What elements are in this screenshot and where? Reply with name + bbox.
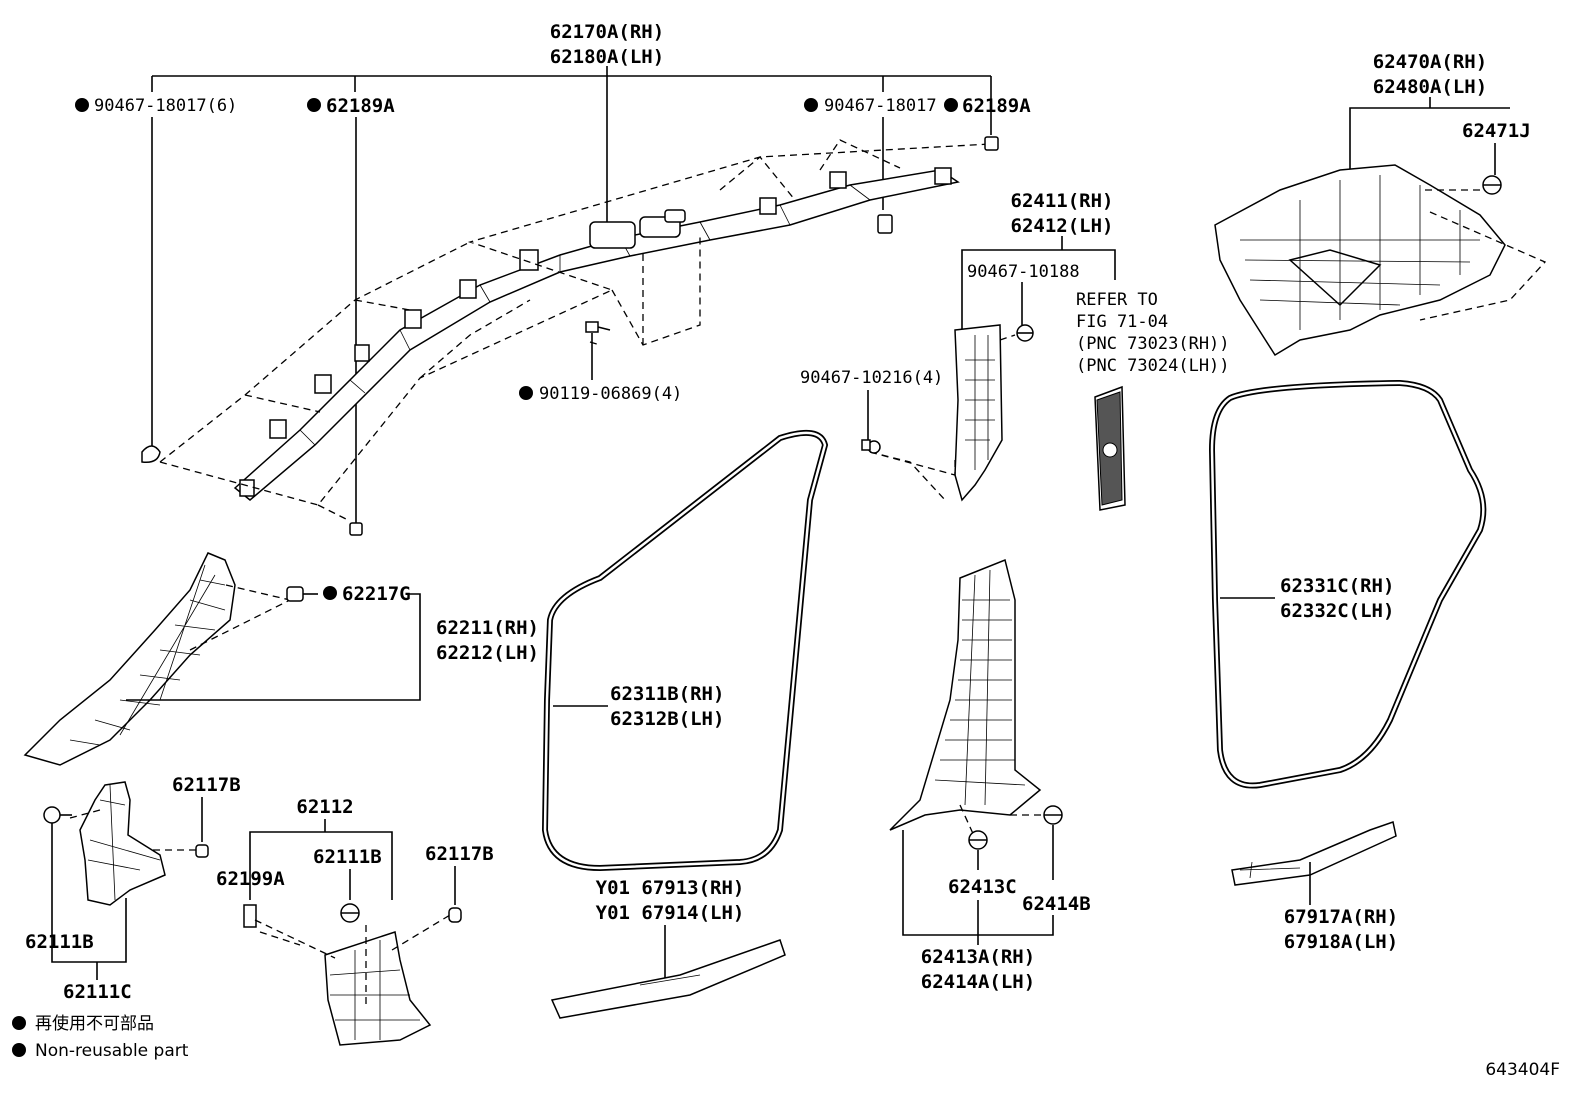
bolt-icon bbox=[585, 321, 611, 333]
legend-english: Non-reusable part bbox=[35, 1041, 189, 1061]
center-pillar-upper-group: 62411(RH) 62412(LH) 90467-10188 REFER TO… bbox=[800, 190, 1230, 511]
clip-icon bbox=[877, 214, 893, 234]
clip-icon bbox=[1016, 324, 1034, 342]
label-62414a-lh[interactable]: 62414A(LH) bbox=[921, 971, 1035, 993]
clip-icon bbox=[968, 830, 988, 850]
curtain-airbag-part bbox=[233, 167, 960, 501]
label-62311b-rh[interactable]: 62311B(RH) bbox=[610, 683, 724, 705]
label-90467-10188[interactable]: 90467-10188 bbox=[967, 262, 1080, 282]
scuff-plate-front-group: Y01 67913(RH) Y01 67914(LH) bbox=[550, 877, 786, 1019]
label-62189a-right[interactable]: 62189A bbox=[962, 95, 1031, 117]
label-y01-67913-rh[interactable]: Y01 67913(RH) bbox=[596, 877, 745, 899]
label-62170a-rh[interactable]: 62170A(RH) bbox=[550, 21, 664, 43]
bracket-icon bbox=[243, 904, 257, 928]
label-y01-67914-lh[interactable]: Y01 67914(LH) bbox=[596, 902, 745, 924]
label-62332c-lh[interactable]: 62332C(LH) bbox=[1280, 600, 1394, 622]
label-62414b[interactable]: 62414B bbox=[1022, 893, 1091, 915]
refer-line-3[interactable]: (PNC 73023(RH)) bbox=[1076, 334, 1230, 354]
label-62211-rh[interactable]: 62211(RH) bbox=[436, 617, 539, 639]
front-pillar-part bbox=[23, 552, 236, 766]
label-62413a-rh[interactable]: 62413A(RH) bbox=[921, 946, 1035, 968]
label-62111b-a[interactable]: 62111B bbox=[25, 931, 94, 953]
cowl-trim-right-part bbox=[324, 931, 432, 1046]
clip-icon bbox=[286, 586, 304, 602]
front-door-weatherstrip-group: 62311B(RH) 62312B(LH) bbox=[541, 429, 829, 872]
cowl-trim-left-part bbox=[79, 781, 166, 906]
illustration-id: 643404F bbox=[1485, 1060, 1560, 1080]
clip-icon bbox=[861, 439, 881, 454]
label-90467-18017[interactable]: 90467-18017 bbox=[824, 96, 937, 116]
non-reusable-marker-icon bbox=[12, 1043, 26, 1057]
label-67917a-rh[interactable]: 67917A(RH) bbox=[1284, 906, 1398, 928]
scuff-plate-rear-part bbox=[1231, 821, 1397, 886]
clip-icon bbox=[195, 844, 209, 858]
label-62112[interactable]: 62112 bbox=[296, 796, 353, 818]
label-67918a-lh[interactable]: 67918A(LH) bbox=[1284, 931, 1398, 953]
cowl-trim-right-group: 62112 62111B 62199A 62117B bbox=[216, 796, 494, 1046]
scuff-plate-rear-group: 67917A(RH) 67918A(LH) bbox=[1231, 821, 1398, 953]
label-62217g[interactable]: 62217G bbox=[342, 583, 411, 605]
front-pillar-group: 62217G 62211(RH) 62212(LH) bbox=[23, 552, 539, 766]
label-90467-10216[interactable]: 90467-10216(4) bbox=[800, 368, 943, 388]
center-pillar-lower-group: 62413C 62414B 62413A(RH) 62414A(LH) bbox=[889, 558, 1091, 993]
label-90119-06869[interactable]: 90119-06869(4) bbox=[539, 384, 682, 404]
label-62199a[interactable]: 62199A bbox=[216, 868, 285, 890]
clip-icon bbox=[340, 903, 360, 923]
label-62480a-lh[interactable]: 62480A(LH) bbox=[1373, 76, 1487, 98]
scuff-plate-front-part bbox=[550, 939, 786, 1019]
curtain-airbag-group: 62170A(RH) 62180A(LH) 90467-18017(6) 621… bbox=[75, 21, 1031, 536]
clip-icon bbox=[349, 522, 363, 536]
center-pillar-lower-part bbox=[889, 558, 1042, 831]
label-62111c[interactable]: 62111C bbox=[63, 981, 132, 1003]
clip-icon bbox=[984, 136, 999, 151]
label-62413c[interactable]: 62413C bbox=[948, 876, 1017, 898]
rear-door-weatherstrip-group: 62331C(RH) 62332C(LH) bbox=[1208, 379, 1487, 789]
legend: 再使用不可部品 Non-reusable part bbox=[12, 1013, 189, 1061]
clip-icon bbox=[1043, 805, 1063, 825]
cowl-trim-left-group: 62117B 62111B 62111C bbox=[25, 774, 241, 1003]
clip-icon bbox=[141, 445, 161, 464]
label-62471j[interactable]: 62471J bbox=[1462, 120, 1531, 142]
legend-japanese: 再使用不可部品 bbox=[35, 1013, 154, 1034]
label-62312b-lh[interactable]: 62312B(LH) bbox=[610, 708, 724, 730]
label-62180a-lh[interactable]: 62180A(LH) bbox=[550, 46, 664, 68]
label-62212-lh[interactable]: 62212(LH) bbox=[436, 642, 539, 664]
label-62117b-a[interactable]: 62117B bbox=[172, 774, 241, 796]
refer-line-2[interactable]: FIG 71-04 bbox=[1076, 312, 1168, 332]
refer-line-4[interactable]: (PNC 73024(LH)) bbox=[1076, 356, 1230, 376]
clip-icon bbox=[1482, 175, 1502, 195]
clip-icon bbox=[43, 806, 72, 824]
quarter-trim-group: 62470A(RH) 62480A(LH) 62471J bbox=[1214, 51, 1547, 357]
center-pillar-upper-part bbox=[954, 324, 1003, 502]
label-90467-18017-6[interactable]: 90467-18017(6) bbox=[94, 96, 237, 116]
non-reusable-marker-icon bbox=[12, 1016, 26, 1030]
label-62117b-b[interactable]: 62117B bbox=[425, 843, 494, 865]
label-62412-lh[interactable]: 62412(LH) bbox=[1011, 215, 1114, 237]
label-62111b-b[interactable]: 62111B bbox=[313, 846, 382, 868]
clip-icon bbox=[448, 907, 462, 923]
label-62331c-rh[interactable]: 62331C(RH) bbox=[1280, 575, 1394, 597]
refer-line-1[interactable]: REFER TO bbox=[1076, 290, 1158, 310]
label-62470a-rh[interactable]: 62470A(RH) bbox=[1373, 51, 1487, 73]
label-62189a-left[interactable]: 62189A bbox=[326, 95, 395, 117]
label-62411-rh[interactable]: 62411(RH) bbox=[1011, 190, 1114, 212]
